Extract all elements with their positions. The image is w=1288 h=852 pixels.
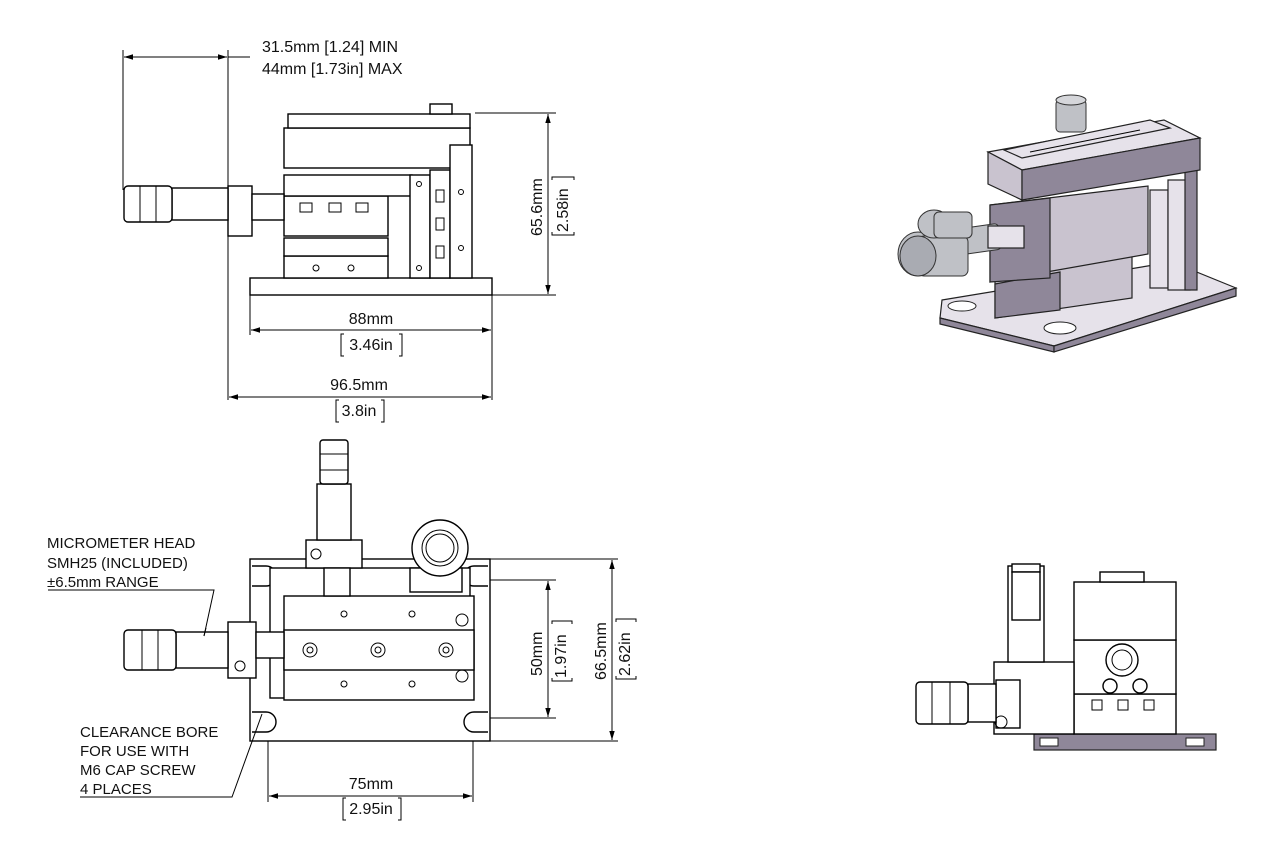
height-dim-in: 2.58in	[555, 188, 572, 232]
side-micrometer-mount	[227, 185, 253, 237]
micrometer-leader	[48, 589, 215, 637]
outer-height-in: 2.62in	[617, 632, 634, 676]
bore-note-3: M6 CAP SCREW	[80, 762, 196, 779]
isometric-render	[897, 94, 1238, 353]
inner-height-mm: 50mm	[529, 632, 546, 676]
overall-width-mm: 96.5mm	[330, 377, 388, 394]
travel-dim-label-2: 44mm [1.73in] MAX	[262, 61, 403, 78]
base-width-in: 3.46in	[349, 337, 393, 354]
hole-spacing-mm: 75mm	[349, 776, 393, 793]
bore-leader	[80, 713, 263, 798]
vertical-micrometer-barrel	[316, 483, 352, 541]
hole-spacing-in: 2.95in	[349, 801, 393, 818]
outer-height-mm: 66.5mm	[593, 622, 610, 680]
vertical-micrometer-mount	[305, 539, 363, 569]
inner-height-in: 1.97in	[553, 634, 570, 678]
micrometer-note-1: MICROMETER HEAD	[47, 535, 196, 552]
horizontal-micrometer-thimble	[123, 629, 177, 671]
height-dim-mm: 65.6mm	[529, 178, 546, 236]
top-view: MICROMETER HEAD SMH25 (INCLUDED) ±6.5mm …	[47, 439, 637, 821]
front-render	[915, 563, 1217, 751]
horizontal-micrometer-barrel	[175, 631, 229, 669]
adjuster-knob	[411, 519, 469, 577]
side-base-plate	[249, 277, 493, 296]
vertical-micrometer-thimble	[319, 439, 349, 485]
base-width-mm: 88mm	[349, 311, 393, 328]
bore-note-1: CLEARANCE BORE	[80, 724, 218, 741]
side-micrometer-barrel	[171, 187, 229, 221]
bore-note-4: 4 PLACES	[80, 781, 152, 798]
side-view: 31.5mm [1.24] MIN 44mm [1.73in] MAX 65.6…	[122, 39, 575, 423]
micrometer-note-3: ±6.5mm RANGE	[47, 574, 159, 591]
side-micrometer-thimble	[123, 185, 173, 223]
overall-width-in: 3.8in	[342, 403, 377, 420]
horizontal-micrometer-mount	[227, 621, 257, 679]
micrometer-note-2: SMH25 (INCLUDED)	[47, 555, 188, 572]
bore-note-2: FOR USE WITH	[80, 743, 189, 760]
travel-dim-label-1: 31.5mm [1.24] MIN	[262, 39, 398, 56]
